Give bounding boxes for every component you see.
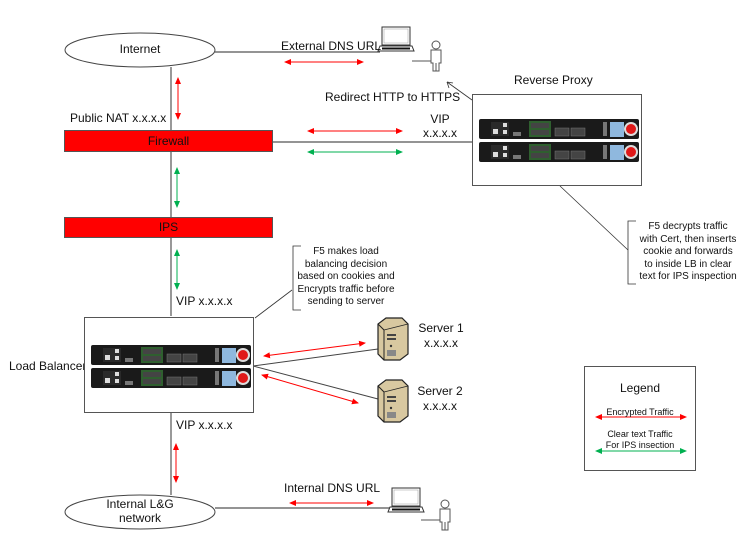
server1-label: Server 1 x.x.x.x	[416, 321, 466, 351]
legend-box: Legend Encrypted Traffic Clear text Traf…	[584, 366, 696, 471]
proxy-note-bracket	[627, 220, 636, 285]
load-balancer-box	[84, 317, 254, 413]
server1-ip: x.x.x.x	[423, 336, 458, 350]
reverse-proxy-label: Reverse Proxy	[514, 73, 593, 87]
internet-cloud	[64, 32, 216, 68]
ips-label: IPS	[158, 220, 179, 234]
arrow-lb-server2	[261, 373, 359, 405]
lb-note-line: sending to server	[307, 296, 385, 307]
lb-note-connector	[254, 289, 293, 319]
load-balancer-device-icon	[90, 344, 252, 389]
server2-label: Server 2 x.x.x.x	[414, 384, 466, 414]
proxy-vip-line2: x.x.x.x	[422, 126, 457, 140]
lb-note-bracket	[292, 245, 301, 311]
internal-dns-label: Internal DNS URL	[284, 481, 381, 495]
lb-note-line: balancing decision	[304, 258, 388, 270]
firewall-label: Firewall	[147, 134, 190, 148]
load-balancer-label: Load Balancer	[9, 359, 87, 373]
lb-note-line: Encrypts traffic before	[297, 283, 395, 295]
lb-to-server1-line	[252, 348, 379, 367]
proxy-vip-line1: VIP	[430, 112, 450, 126]
external-laptop-icon	[377, 26, 415, 52]
proxy-note-line: cookie and forwards	[643, 246, 733, 257]
lb-note-line: F5 makes load	[313, 246, 379, 257]
server1-icon	[377, 317, 409, 361]
server2-icon	[377, 379, 409, 423]
proxy-note-line: with Cert, then inserts	[639, 233, 737, 245]
external-user-icon	[411, 40, 442, 72]
proxy-note-connector	[559, 185, 629, 251]
internal-laptop-icon	[387, 487, 425, 513]
internal-network-label-line1: Internal L&G	[106, 497, 174, 511]
public-nat-label: Public NAT x.x.x.x	[70, 111, 167, 125]
internal-user-icon	[420, 499, 451, 531]
external-dns-label: External DNS URL	[281, 39, 382, 53]
lb-to-server2-line	[252, 365, 379, 400]
legend-clear-label: Clear text Traffic For IPS insection	[585, 429, 695, 451]
proxy-note-line: text for IPS inspection	[639, 271, 737, 282]
reverse-proxy-box	[472, 94, 642, 186]
arrow-lb-server1	[263, 340, 366, 359]
legend-encrypted-label: Encrypted Traffic	[606, 407, 674, 417]
lb-note: F5 makes load balancing decision based o…	[292, 246, 400, 309]
ips-node: IPS	[64, 217, 273, 238]
redirect-arrow	[446, 81, 473, 101]
proxy-note-line: F5 decrypts traffic	[648, 221, 728, 232]
internet-label: Internet	[119, 42, 161, 56]
lb-vip-top-label: VIP x.x.x.x	[176, 294, 233, 308]
proxy-vip-label: VIP x.x.x.x	[420, 112, 460, 140]
proxy-note: F5 decrypts traffic with Cert, then inse…	[628, 221, 748, 284]
server2-name: Server 2	[417, 384, 463, 398]
lb-note-line: based on cookies and	[297, 271, 395, 282]
redirect-label: Redirect HTTP to HTTPS	[325, 90, 461, 104]
internal-network-label-line2: network	[118, 511, 162, 525]
lb-vip-bottom-label: VIP x.x.x.x	[176, 418, 233, 432]
legend-title: Legend	[619, 381, 661, 395]
reverse-proxy-device-icon	[478, 118, 640, 163]
server2-ip: x.x.x.x	[422, 399, 457, 413]
internal-network-label: Internal L&G network	[100, 497, 180, 525]
internal-network-cloud	[64, 494, 216, 530]
server1-name: Server 1	[418, 321, 464, 335]
legend-clear-line1: Clear text Traffic	[607, 429, 673, 439]
legend-clear-line2: For IPS insection	[605, 440, 675, 450]
proxy-note-line: to inside LB in clear	[644, 258, 732, 270]
firewall-node: Firewall	[64, 130, 273, 152]
